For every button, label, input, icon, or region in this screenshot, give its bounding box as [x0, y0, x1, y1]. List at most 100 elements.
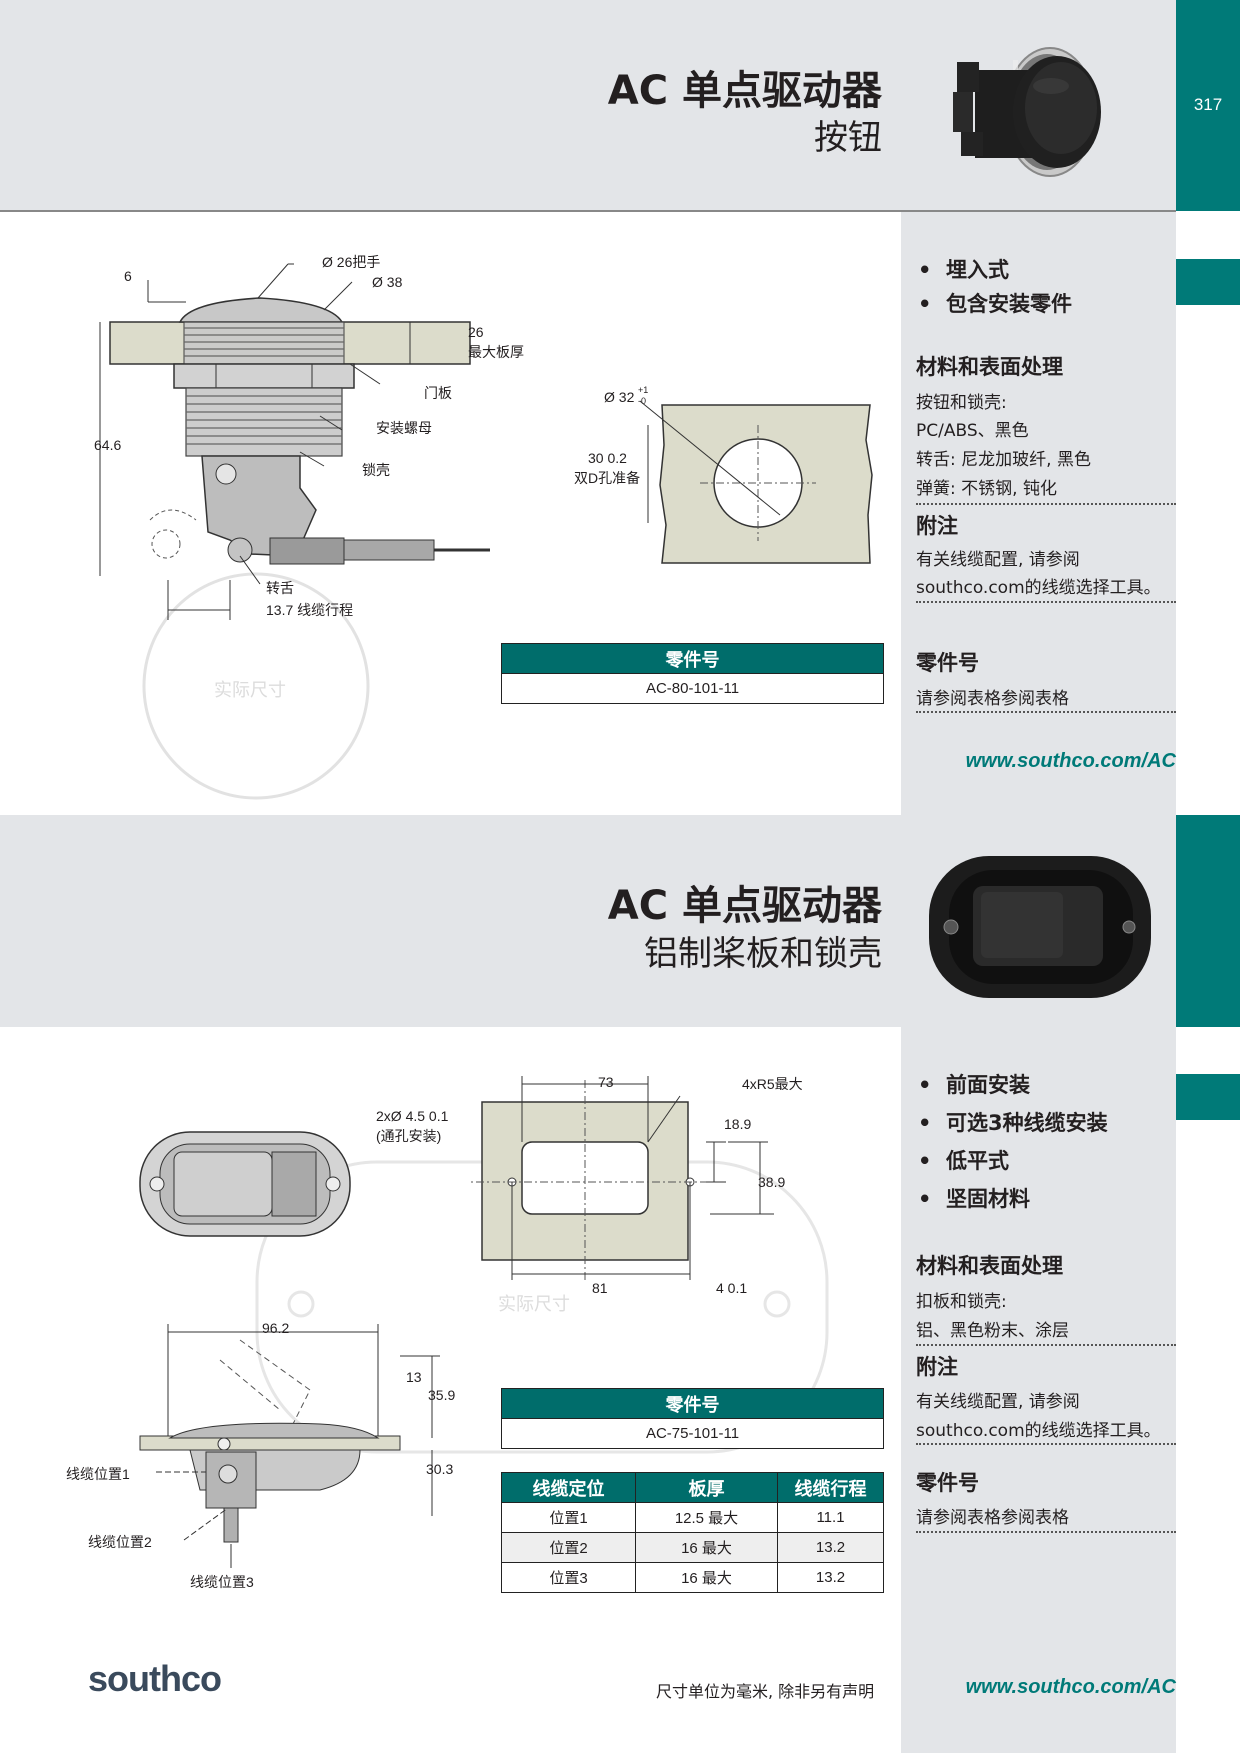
- section1-url-link[interactable]: www.southco.com/AC: [965, 750, 1176, 772]
- section2-subtitle: 铝制桨板和锁壳: [644, 934, 882, 974]
- dim-73-label: 73: [598, 1074, 614, 1090]
- cable-table-header-position: 线缆定位: [501, 1472, 636, 1503]
- cutout-dd-label: 双D孔准备: [574, 470, 641, 486]
- teal-tab-1: [1176, 0, 1240, 211]
- section1-feature-1: 埋入式: [918, 254, 1009, 284]
- section2-materials-line-1: 扣板和锁壳:: [916, 1292, 1007, 1312]
- section2-part-table: 零件号 AC-75-101-11: [501, 1388, 884, 1449]
- section1-notes-line-2: southco.com的线缆选择工具。: [916, 578, 1161, 598]
- part-table-header: 零件号: [501, 643, 884, 674]
- paddle-cutout-drawing: [470, 1076, 774, 1280]
- section1-subtitle: 按钮: [814, 118, 882, 158]
- cable-table-header-travel: 线缆行程: [777, 1472, 884, 1503]
- section2-notes-line-2: southco.com的线缆选择工具。: [916, 1421, 1161, 1441]
- max-panel-label: 最大板厚: [468, 344, 524, 360]
- section2-notes-heading: 附注: [916, 1355, 958, 1379]
- table-cell: 位置1: [501, 1502, 636, 1533]
- section1-notes-heading: 附注: [916, 514, 958, 538]
- section1-divider-2: [916, 601, 1176, 603]
- header-band-2: [0, 815, 901, 1027]
- table-cell: 11.1: [777, 1502, 884, 1533]
- nut-label: 安装螺母: [376, 420, 432, 436]
- section2-materials-heading: 材料和表面处理: [916, 1254, 1063, 1278]
- cable-travel-label: 13.7 线缆行程: [266, 602, 354, 618]
- housing-label: 锁壳: [362, 462, 390, 478]
- radius-label: 4xR5最大: [742, 1076, 803, 1092]
- section1-divider-3: [916, 711, 1176, 713]
- push-button-photo: [953, 47, 1101, 177]
- handle-dia-label: Ø 26把手: [322, 254, 381, 270]
- section1-part-text: 请参阅表格参阅表格: [916, 689, 1069, 709]
- section2-feature-4: 坚固材料: [918, 1183, 1030, 1213]
- push-button-side-drawing: [99, 263, 490, 800]
- cutout-tol-plus: +1: [638, 385, 649, 395]
- footer-url-link[interactable]: www.southco.com/AC: [965, 1676, 1176, 1698]
- cable-table-header-thickness: 板厚: [635, 1472, 778, 1503]
- section1-materials-line-1: 按钮和锁壳:: [916, 393, 1007, 413]
- dim-13-label: 13: [406, 1369, 422, 1385]
- section1-part-heading: 零件号: [916, 651, 979, 675]
- cable-table: 线缆定位 板厚 线缆行程 位置1 12.5 最大 11.1 位置2 16 最大 …: [501, 1472, 884, 1593]
- header-band-1: [0, 0, 901, 211]
- dim-4-label: 4 0.1: [716, 1280, 748, 1296]
- paddle-front-drawing: [139, 1131, 351, 1237]
- teal-tab-4: [1176, 1074, 1240, 1120]
- dim-962-label: 96.2: [262, 1320, 290, 1336]
- section2-materials-line-2: 铝、黑色粉末、涂层: [916, 1321, 1069, 1341]
- dim-26-label: 26: [468, 324, 484, 340]
- teal-tab-2: [1176, 259, 1240, 305]
- page-number: 317: [1193, 95, 1223, 114]
- section2-feature-1: 前面安装: [918, 1069, 1030, 1099]
- holes-mount-label: (通孔安装): [376, 1128, 442, 1144]
- teal-tab-3: [1176, 815, 1240, 1027]
- section2-divider-3: [916, 1531, 1176, 1533]
- section1-feature-2: 包含安装零件: [918, 288, 1072, 318]
- table-cell: 位置2: [501, 1532, 636, 1563]
- part-table-header: 零件号: [501, 1388, 884, 1419]
- dim-189-label: 18.9: [724, 1116, 752, 1132]
- section1-divider-1: [916, 503, 1176, 505]
- section2-divider-1: [916, 1344, 1176, 1346]
- section1-part-table: 零件号 AC-80-101-11: [501, 643, 884, 704]
- section1-materials-line-4: 弹簧: 不锈钢, 钝化: [916, 479, 1057, 499]
- table-cell: 位置3: [501, 1562, 636, 1593]
- paddle-side-drawing: [139, 1324, 440, 1568]
- units-note: 尺寸单位为毫米, 除非另有声明: [656, 1682, 875, 1701]
- dia-38-label: Ø 38: [372, 274, 403, 290]
- cable-position-1-label: 线缆位置1: [66, 1466, 130, 1482]
- actual-size-watermark-2: 实际尺寸: [498, 1294, 570, 1314]
- table-cell: 12.5 最大: [635, 1502, 778, 1533]
- brand-logo: southco: [88, 1658, 222, 1699]
- tongue-label: 转舌: [266, 580, 294, 596]
- cutout-dia-label: Ø 32: [604, 389, 635, 405]
- section2-notes-line-1: 有关线缆配置, 请参阅: [916, 1392, 1080, 1412]
- holes-label: 2xØ 4.5 0.1: [376, 1108, 449, 1124]
- section1-notes-line-1: 有关线缆配置, 请参阅: [916, 550, 1080, 570]
- header-divider-1: [0, 210, 1176, 212]
- actual-size-watermark-1: 实际尺寸: [214, 680, 286, 700]
- part-number-cell: AC-75-101-11: [501, 1418, 884, 1449]
- section2-part-heading: 零件号: [916, 1471, 979, 1495]
- section2-feature-2: 可选3种线缆安装: [918, 1107, 1108, 1137]
- section2-part-text: 请参阅表格参阅表格: [916, 1508, 1069, 1528]
- paddle-photo: [929, 856, 1151, 998]
- section2-title: AC 单点驱动器: [607, 883, 882, 929]
- dim-6-label: 6: [124, 268, 132, 284]
- dim-303-label: 30.3: [426, 1461, 454, 1477]
- table-cell: 16 最大: [635, 1562, 778, 1593]
- dim-81-label: 81: [592, 1280, 608, 1296]
- table-cell: 16 最大: [635, 1532, 778, 1563]
- table-cell: 13.2: [777, 1532, 884, 1563]
- cutout-tol-zero: -0: [638, 396, 647, 406]
- table-cell: 13.2: [777, 1562, 884, 1593]
- section1-materials-line-2: PC/ABS、黑色: [916, 421, 1029, 441]
- cable-position-2-label: 线缆位置2: [88, 1534, 152, 1550]
- cutout-30-label: 30 0.2: [588, 450, 627, 466]
- dim-646-label: 64.6: [94, 437, 122, 453]
- cable-position-3-label: 线缆位置3: [190, 1574, 254, 1590]
- dim-389-label: 38.9: [758, 1174, 786, 1190]
- section1-title: AC 单点驱动器: [607, 68, 882, 114]
- section2-divider-2: [916, 1443, 1176, 1445]
- part-number-cell: AC-80-101-11: [501, 673, 884, 704]
- section1-materials-heading: 材料和表面处理: [916, 355, 1063, 379]
